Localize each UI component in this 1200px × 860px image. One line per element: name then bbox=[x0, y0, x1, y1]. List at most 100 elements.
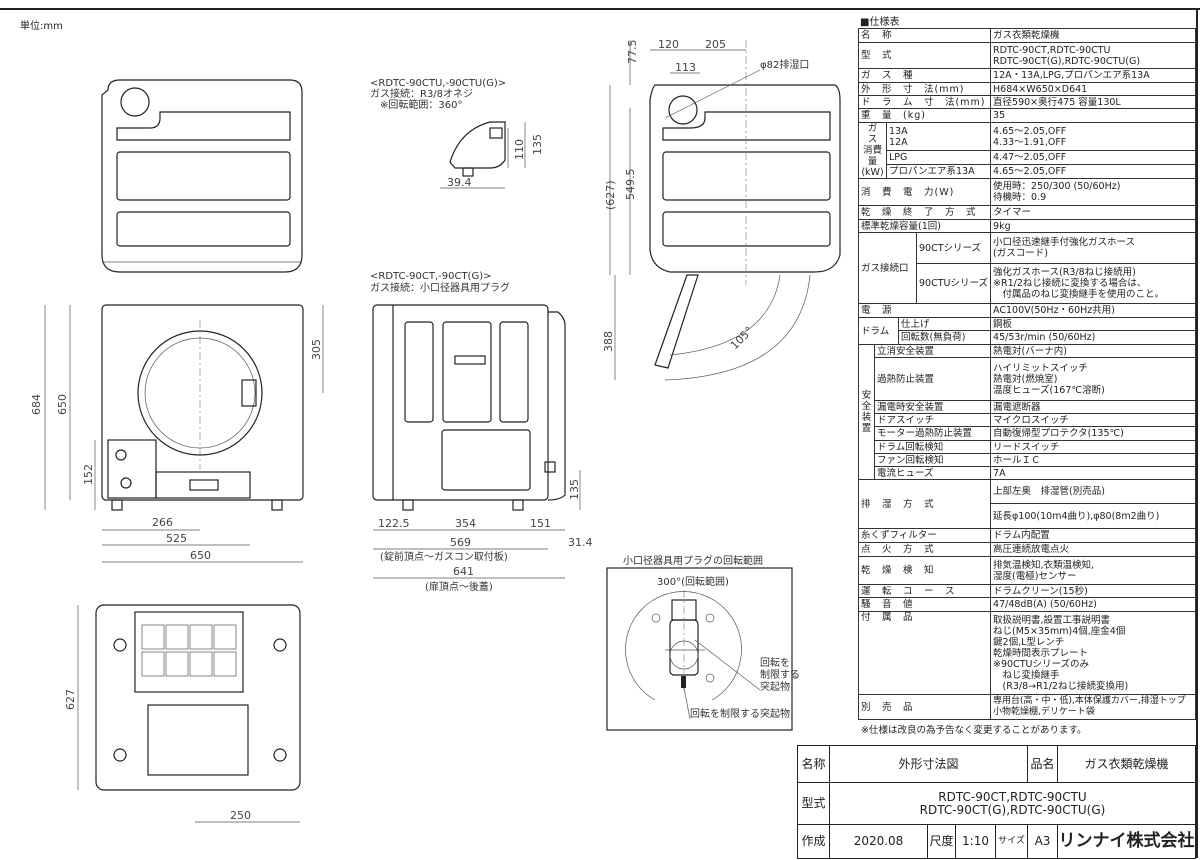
spec-sublabel: プロパンエア系13A bbox=[885, 164, 992, 179]
spec-sublabel: 過熱防止装置 bbox=[873, 357, 992, 401]
dim-641: 641 bbox=[453, 565, 474, 578]
unit-label: 単位:mm bbox=[20, 21, 63, 32]
dim-110: 110 bbox=[513, 139, 526, 160]
dim-151: 151 bbox=[530, 517, 551, 530]
spec-value: ドラム内配置 bbox=[990, 528, 1196, 543]
spec-value: 上部左奥 排湿管(別売品) bbox=[990, 479, 1196, 504]
frame-right-border bbox=[1196, 8, 1198, 858]
spec-value: 延長φ100(10m4曲り),φ80(8m2曲り) bbox=[990, 503, 1196, 529]
spec-label: ガス接続口 bbox=[858, 232, 917, 304]
spec-sublabel: ファン回転検知 bbox=[873, 453, 992, 467]
dim-549-5: 549.5 bbox=[624, 169, 637, 201]
spec-label: 糸くずフィルター bbox=[857, 528, 992, 543]
spec-value: 自動復帰型プロテクタ(135℃) bbox=[990, 426, 1196, 441]
spec-label: 乾 燥 終 了 方 式 bbox=[857, 205, 992, 220]
spec-value: 取扱説明書,設置工事説明書 ねじ(M5×35mm)4個,座金4個 鍵2個,L型レ… bbox=[990, 611, 1196, 695]
front-view: 684 650 305 152 266 525 650 bbox=[30, 304, 324, 563]
spec-value: リードスイッチ bbox=[990, 440, 1196, 454]
spec-label: ガ ス 種 bbox=[857, 68, 992, 83]
spec-label: ドラム bbox=[858, 317, 899, 345]
title-block: 名称 外形寸法図 品名 ガス衣類乾燥機 型式 RDTC-90CT,RDTC-90… bbox=[797, 745, 1196, 859]
dim-152: 152 bbox=[82, 464, 95, 485]
spec-sublabel: 回転数(無負荷) bbox=[897, 330, 992, 345]
plug-note-1: 回転を bbox=[760, 657, 790, 669]
spec-value: 7A bbox=[990, 466, 1196, 480]
dim-105-deg: 105° bbox=[728, 324, 756, 352]
spec-value: 使用時：250/300 (50/60Hz) 待機時：0.9 bbox=[990, 178, 1196, 206]
spec-value: 漏電遮断器 bbox=[990, 400, 1196, 414]
spec-value: マイクロスイッチ bbox=[990, 413, 1196, 427]
title-product-value: ガス衣類乾燥機 bbox=[1057, 745, 1196, 783]
top-right-view: 120 205 113 φ82排湿口 77.5 (627) 549.5 388 … bbox=[602, 38, 841, 381]
note-641: (扉頂点～後蓋) bbox=[425, 580, 493, 593]
title-created-value: 2020.08 bbox=[829, 824, 928, 859]
spec-value: H684×W650×D641 bbox=[990, 82, 1196, 96]
gas-ctu-connection: ガス接続：R3/8オネジ bbox=[370, 87, 473, 100]
dim-650-v: 650 bbox=[56, 394, 69, 415]
title-created-label: 作成 bbox=[797, 824, 830, 859]
spec-sublabel: 90CTシリーズ bbox=[915, 232, 992, 264]
spec-sublabel: 漏電時安全装置 bbox=[873, 400, 992, 414]
spec-label: 排 湿 方 式 bbox=[857, 479, 992, 529]
plug-range: 300°(回転範囲) bbox=[657, 575, 729, 588]
spec-value: 45/53r/min (50/60Hz) bbox=[990, 330, 1196, 345]
title-scale-label: 尺度 bbox=[927, 824, 956, 859]
spec-label: 運 転 コ ー ス bbox=[857, 584, 992, 598]
spec-sublabel: 立消安全装置 bbox=[873, 344, 992, 358]
title-model-value: RDTC-90CT,RDTC-90CTU RDTC-90CT(G),RDTC-9… bbox=[829, 782, 1196, 825]
frame-top-border bbox=[0, 8, 1200, 10]
spec-sublabel: ドラム回転検知 bbox=[873, 440, 992, 454]
spec-label: 標準乾燥容量(1回) bbox=[857, 219, 992, 233]
spec-note: ※仕様は改良の為予告なく変更することがあります。 bbox=[861, 725, 1087, 736]
note-569: (錠前頂点～ガスコン取付板) bbox=[380, 550, 508, 563]
spec-value: 高圧連続放電点火 bbox=[990, 542, 1196, 557]
spec-label: 消 費 電 力(W) bbox=[857, 178, 992, 206]
title-name-label: 名称 bbox=[797, 745, 830, 783]
spec-sublabel: モーター過熱防止装置 bbox=[873, 426, 992, 441]
dim-569: 569 bbox=[450, 536, 471, 549]
spec-label: 騒 音 値 bbox=[857, 597, 992, 612]
dim-205: 205 bbox=[705, 38, 726, 51]
spec-value: 専用台(高・中・低),本体保護カバー,排湿トップ 小物乾燥棚,デリケート袋 bbox=[990, 694, 1196, 720]
dim-113: 113 bbox=[675, 61, 696, 74]
title-product-label: 品名 bbox=[1027, 745, 1059, 783]
spec-label: 型 式 bbox=[857, 42, 992, 69]
spec-sublabel: 13A 12A bbox=[885, 122, 992, 151]
dim-120: 120 bbox=[658, 38, 679, 51]
dim-684: 684 bbox=[30, 394, 43, 415]
title-scale-value: 1:10 bbox=[955, 824, 996, 859]
dim-122-5: 122.5 bbox=[378, 517, 410, 530]
gas-detail-ctu: <RDTC-90CTU,-90CTU(G)> ガス接続：R3/8オネジ ※回転範… bbox=[370, 78, 544, 189]
spec-value: 熱電対(バーナ内) bbox=[990, 344, 1196, 358]
dim-305: 305 bbox=[310, 339, 323, 360]
spec-value: 47/48dB(A) (50/60Hz) bbox=[990, 597, 1196, 612]
spec-value: ガス衣類乾燥機 bbox=[990, 28, 1196, 43]
top-view bbox=[101, 79, 303, 273]
spec-label: 名 称 bbox=[857, 28, 992, 43]
spec-label: 外 形 寸 法(mm) bbox=[857, 82, 992, 96]
dim-31-4: 31.4 bbox=[568, 536, 593, 549]
dim-39-4: 39.4 bbox=[447, 176, 472, 189]
spec-value: 4.65～2.05,OFF bbox=[990, 164, 1196, 179]
dim-650-h: 650 bbox=[190, 549, 211, 562]
vent-label: φ82排湿口 bbox=[760, 58, 809, 71]
spec-value: 4.65～2.05,OFF 4.33～1.91,OFF bbox=[990, 122, 1196, 151]
spec-value: AC100V(50Hz・60Hz共用) bbox=[990, 303, 1196, 318]
dim-525: 525 bbox=[166, 532, 187, 545]
spec-value: 排気温検知,衣類温検知, 湿度(電極)センサー bbox=[990, 556, 1196, 585]
spec-label: 乾 燥 検 知 bbox=[857, 556, 992, 585]
spec-sublabel: ドアスイッチ bbox=[873, 413, 992, 427]
spec-value: ドラムクリーン(15秒) bbox=[990, 584, 1196, 598]
dim-388: 388 bbox=[602, 331, 615, 352]
spec-sublabel: 90CTUシリーズ bbox=[915, 263, 992, 304]
gas-ctu-title: <RDTC-90CTU,-90CTU(G)> bbox=[370, 78, 506, 89]
dim-627-paren: (627) bbox=[604, 180, 617, 210]
spec-label: 別 売 品 bbox=[857, 694, 992, 720]
spec-value: 小口径迅速継手付強化ガスホース (ガスコード) bbox=[990, 232, 1196, 264]
plug-note-3: 突起物 bbox=[760, 680, 790, 693]
dim-266: 266 bbox=[152, 516, 173, 529]
spec-sublabel: 電流ヒューズ bbox=[873, 466, 992, 480]
spec-value: タイマー bbox=[990, 205, 1196, 220]
gas-ct-title: <RDTC-90CT,-90CT(G)> bbox=[370, 271, 492, 282]
